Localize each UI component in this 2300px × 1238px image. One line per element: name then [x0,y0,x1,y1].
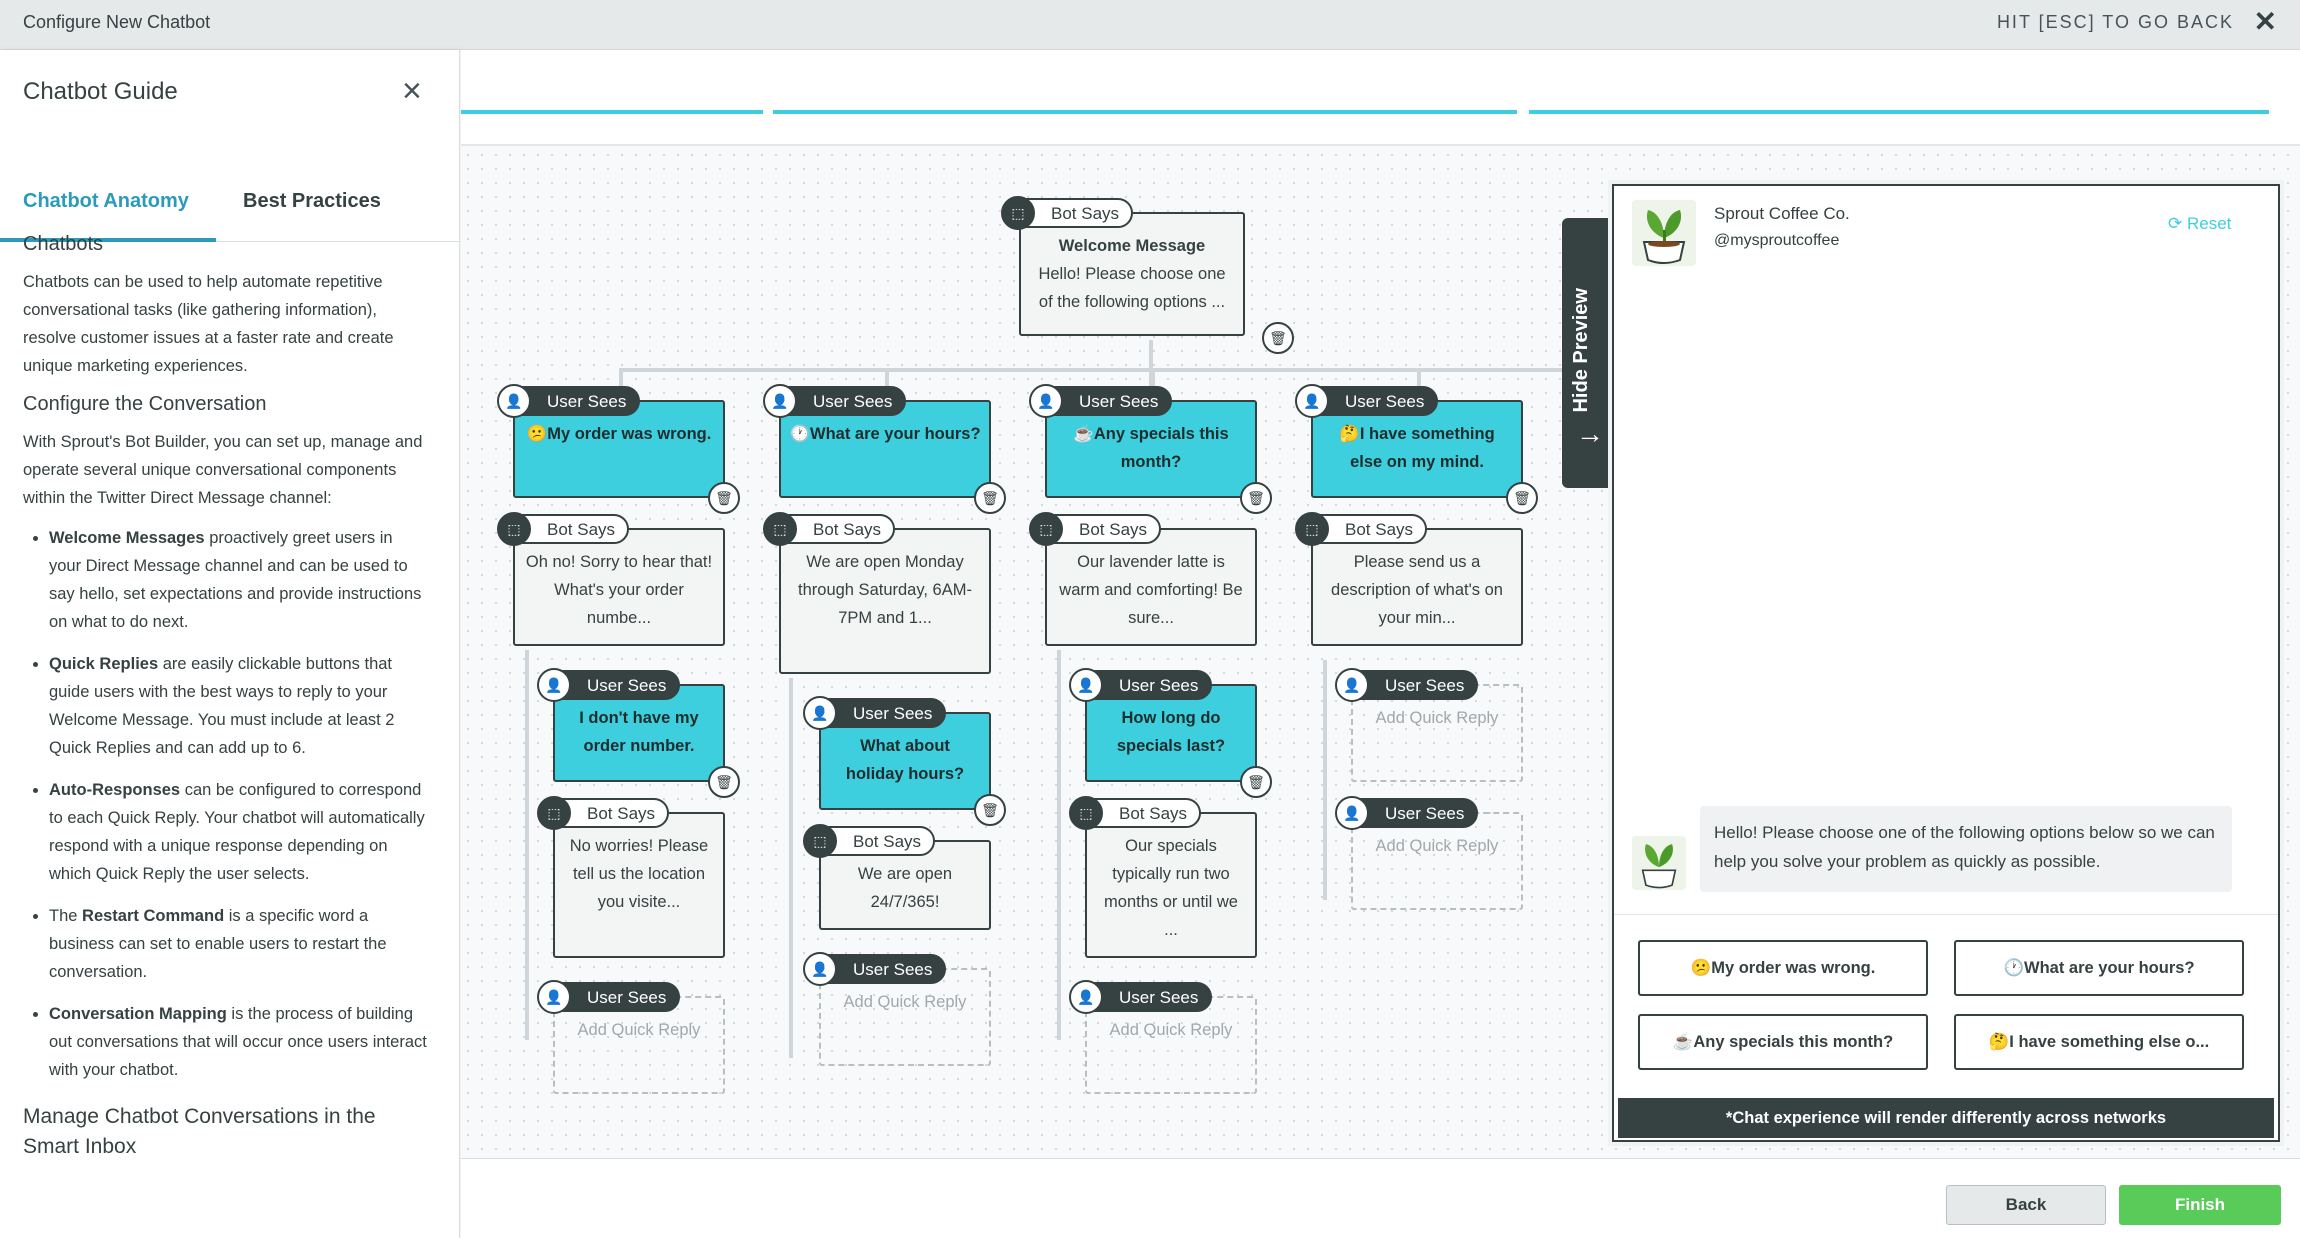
bot-icon: ⬚ [497,512,531,546]
user-icon: 👤 [1295,384,1329,418]
account-handle: @mysproutcoffee [1714,232,1840,249]
back-button[interactable]: Back [1946,1185,2106,1225]
user-icon: 👤 [537,980,571,1014]
progress-steps [461,50,2300,146]
delete-icon[interactable]: 🗑 [974,482,1006,514]
message-avatar [1632,836,1686,890]
bot-icon: ⬚ [763,512,797,546]
auto-response-node[interactable]: Please send us a description of what's o… [1311,528,1523,646]
top-bar: Configure New Chatbot HIT [ESC] TO GO BA… [0,0,2300,50]
delete-icon[interactable]: 🗑 [1240,482,1272,514]
hide-preview-tab[interactable]: Hide Preview → [1562,218,1614,488]
user-icon: 👤 [537,668,571,702]
bot-icon: ⬚ [803,824,837,858]
quick-reply-button[interactable]: 😕My order was wrong. [1638,940,1928,996]
delete-icon[interactable]: 🗑 [708,766,740,798]
esc-hint: HIT [ESC] TO GO BACK [1996,12,2234,32]
chat-preview-panel: Sprout Coffee Co. @mysproutcoffee ⟳ Rese… [1612,184,2280,1142]
user-icon: 👤 [803,952,837,986]
quick-reply-button[interactable]: ☕Any specials this month? [1638,1014,1928,1070]
refresh-icon: ⟳ [2168,214,2187,233]
list-item: Auto-Responses can be configured to corr… [49,776,428,888]
welcome-message-node[interactable]: Welcome Message Hello! Please choose one… [1019,212,1245,336]
bot-icon: ⬚ [1069,796,1103,830]
bot-icon: ⬚ [537,796,571,830]
section-heading: Chatbots [23,233,104,255]
tab-chatbot-anatomy[interactable]: Chatbot Anatomy [23,190,189,212]
section-heading: Manage Chatbot Conversations in the Smar… [23,1105,376,1158]
user-icon: 👤 [803,696,837,730]
footer-bar: Back Finish [461,1158,2300,1238]
bot-icon: ⬚ [1029,512,1063,546]
delete-icon[interactable]: 🗑 [974,794,1006,826]
user-icon: 👤 [1069,980,1103,1014]
quick-reply-node[interactable]: 🕐What are your hours? [779,400,991,498]
close-icon[interactable]: ✕ [2253,6,2277,37]
user-icon: 👤 [1069,668,1103,702]
quick-reply-button[interactable]: 🕐What are your hours? [1954,940,2244,996]
auto-response-node[interactable]: Our specials typically run two months or… [1085,812,1257,958]
quick-reply-node[interactable]: How long do specials last? [1085,684,1257,782]
quick-reply-button[interactable]: 🤔I have something else o... [1954,1014,2244,1070]
list-item: Conversation Mapping is the process of b… [49,1000,428,1084]
hide-preview-label: Hide Preview [1570,288,1592,413]
user-icon: 👤 [1335,796,1369,830]
finish-button[interactable]: Finish [2119,1185,2281,1225]
welcome-message-bubble: Hello! Please choose one of the followin… [1700,806,2232,892]
progress-step [1529,110,2269,114]
quick-reply-node[interactable]: What about holiday hours? [819,712,991,810]
delete-icon[interactable]: 🗑 [1240,766,1272,798]
bot-icon: ⬚ [1001,196,1035,230]
window-title: Configure New Chatbot [23,12,211,32]
bot-icon: ⬚ [1295,512,1329,546]
guide-content: Chatbots Chatbots can be used to help au… [23,220,428,1172]
progress-step [773,110,1517,114]
auto-response-node[interactable]: We are open Monday through Saturday, 6AM… [779,528,991,674]
guide-tabs: Chatbot Anatomy Best Practices [0,140,459,242]
quick-reply-node[interactable]: 🤔I have something else on my mind. [1311,400,1523,498]
auto-response-node[interactable]: Oh no! Sorry to hear that! What's your o… [513,528,725,646]
chatbot-guide-panel: Chatbot Guide × Chatbot Anatomy Best Pra… [0,50,460,1238]
guide-close-icon[interactable]: × [402,72,422,110]
user-icon: 👤 [497,384,531,418]
list-item: Welcome Messages proactively greet users… [49,524,428,636]
delete-icon[interactable]: 🗑 [708,482,740,514]
user-icon: 👤 [1029,384,1063,418]
active-tab-indicator [0,238,216,242]
tab-best-practices[interactable]: Best Practices [243,190,381,212]
section-text: Chatbots can be used to help automate re… [23,273,394,375]
auto-response-node[interactable]: No worries! Please tell us the location … [553,812,725,958]
list-item: The Restart Command is a specific word a… [49,902,428,986]
account-name: Sprout Coffee Co. [1714,204,1850,223]
brand-logo [1632,200,1696,266]
arrow-right-icon: → [1576,418,1604,449]
delete-icon[interactable]: 🗑 [1506,482,1538,514]
delete-icon[interactable]: 🗑 [1262,322,1294,354]
list-item: Quick Replies are easily clickable butto… [49,650,428,762]
feature-list: Welcome Messages proactively greet users… [23,524,428,1084]
user-icon: 👤 [1335,668,1369,702]
render-note: *Chat experience will render differently… [1618,1098,2274,1138]
progress-step [461,110,763,114]
user-icon: 👤 [763,384,797,418]
auto-response-node[interactable]: Our lavender latte is warm and comfortin… [1045,528,1257,646]
section-text: With Sprout's Bot Builder, you can set u… [23,433,423,507]
section-heading: Configure the Conversation [23,393,267,415]
divider [1614,914,2278,915]
reset-button[interactable]: ⟳ Reset [2168,214,2232,233]
guide-title: Chatbot Guide [23,78,178,105]
quick-reply-node[interactable]: 😕My order was wrong. [513,400,725,498]
